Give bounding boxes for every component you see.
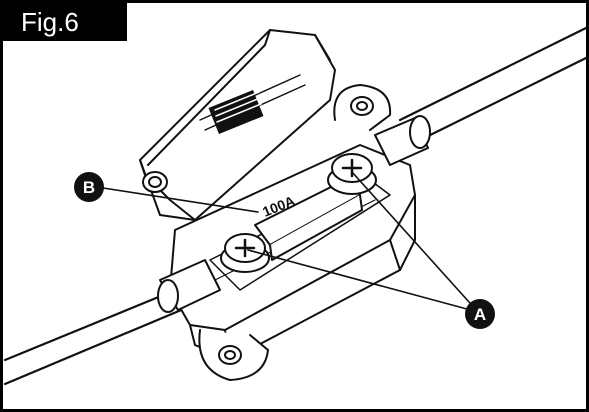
callout-b-label: B (83, 178, 95, 197)
terminal-screw-left (220, 233, 270, 273)
mounting-ear-bottom (198, 329, 269, 381)
figure-label: Fig.6 (3, 3, 127, 41)
fuse (254, 179, 363, 261)
mounting-ear-top (333, 84, 392, 131)
callout-a-label: A (474, 305, 486, 324)
callout-b: B (74, 172, 104, 202)
cable-lug-left (157, 259, 221, 313)
leader-b (102, 187, 259, 213)
lid-grip-ridges (208, 85, 264, 134)
leader-a-right (351, 171, 479, 313)
fuse-holder-lid (139, 29, 336, 221)
leader-a-left (247, 249, 479, 313)
callout-leaders (102, 171, 479, 313)
terminal-screw-right (327, 153, 377, 195)
callout-a: A (465, 299, 495, 329)
cable-lug-right (374, 115, 431, 166)
